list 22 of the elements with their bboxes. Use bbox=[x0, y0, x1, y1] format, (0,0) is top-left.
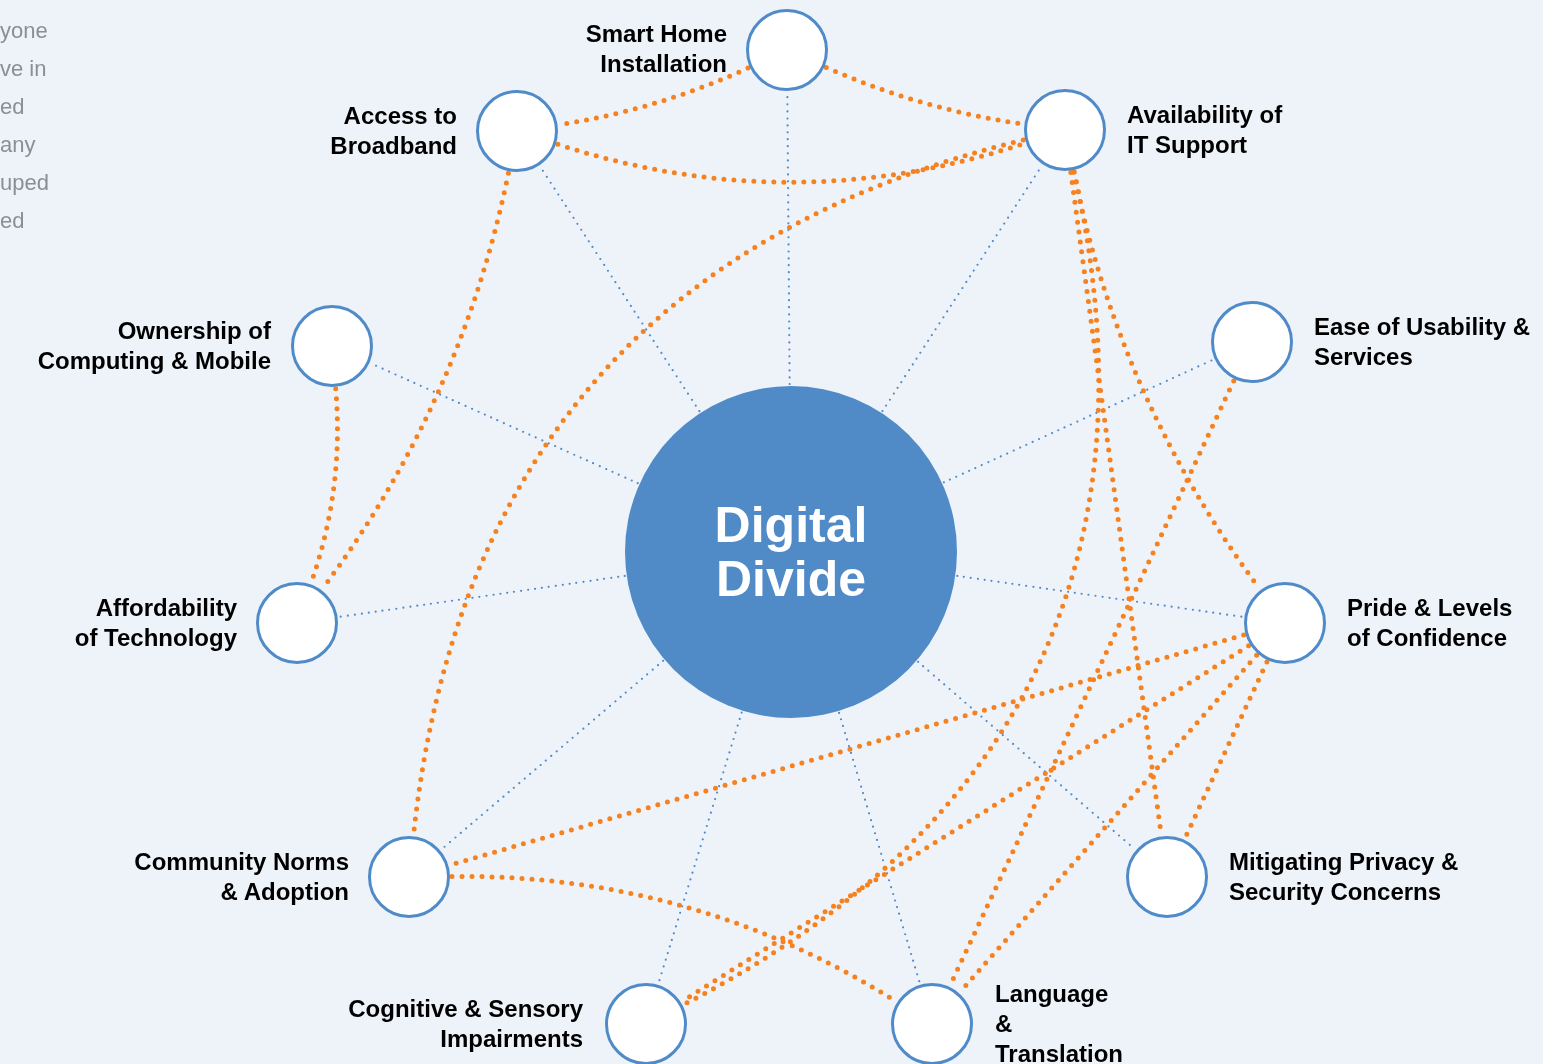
paragraph-fragment: ed bbox=[0, 207, 26, 235]
factor-label: Availability of IT Support bbox=[1127, 100, 1284, 160]
paragraph-fragment: ve in bbox=[0, 55, 48, 83]
factor-label: Access to Broadband bbox=[329, 101, 457, 161]
factor-label: Smart Home Installation bbox=[584, 19, 727, 79]
dotted-connector bbox=[338, 574, 626, 618]
paragraph-fragment: yone bbox=[0, 17, 49, 45]
paragraph-fragment: any bbox=[0, 131, 37, 159]
paragraph-fragment: uped bbox=[0, 169, 49, 197]
dotted-connector bbox=[838, 711, 921, 984]
dotted-connector bbox=[657, 711, 743, 984]
factor-label: Community Norms & Adoption bbox=[133, 847, 349, 907]
factor-label: Affordability of Technology bbox=[73, 593, 237, 653]
factor-label: Cognitive & Sensory Impairments bbox=[347, 994, 583, 1054]
factor-label: Ease of Usability & Services bbox=[1314, 312, 1532, 372]
paragraph-fragment: ed bbox=[0, 93, 26, 121]
factor-label: Mitigating Privacy & Security Concerns bbox=[1229, 847, 1460, 907]
factor-label: Pride & Levels of Confidence bbox=[1347, 593, 1514, 653]
factor-label: Language & Translation bbox=[995, 979, 1125, 1064]
hub-title: Digital Divide bbox=[713, 498, 869, 606]
factor-label: Ownership of Computing & Mobile bbox=[36, 316, 271, 376]
dotted-connector bbox=[956, 574, 1244, 618]
